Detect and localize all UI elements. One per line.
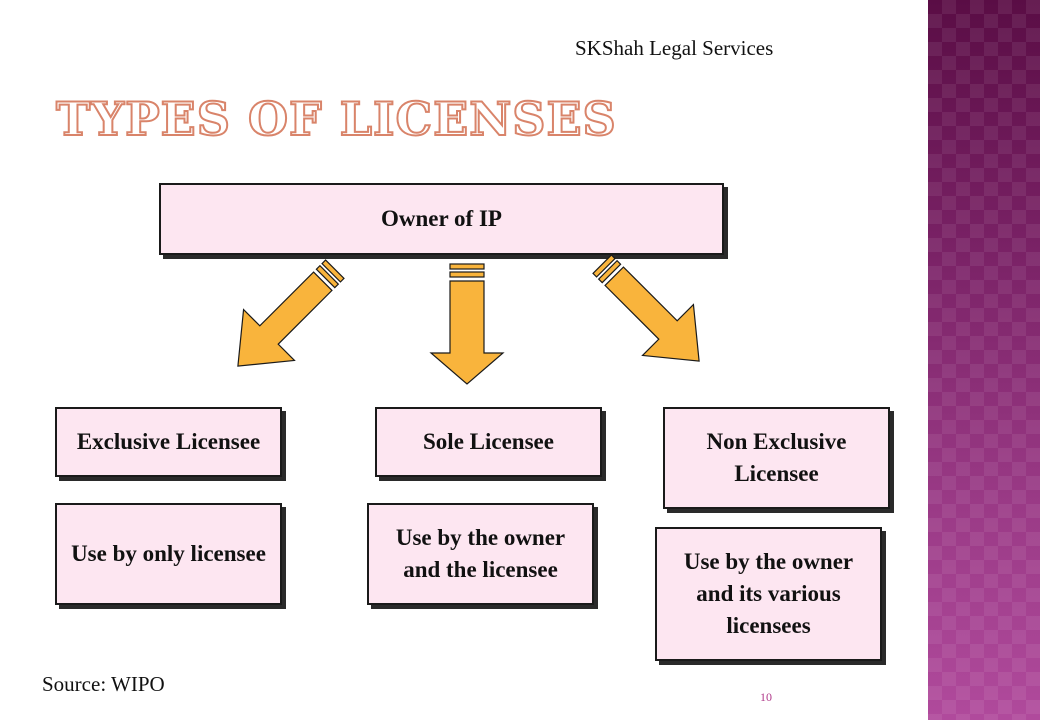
slide-title: Types of Licenses bbox=[55, 91, 617, 147]
type-exclusive-licensee: Exclusive Licensee bbox=[55, 407, 282, 477]
type-non-exclusive-licensee: Non Exclusive Licensee bbox=[663, 407, 890, 509]
usage-non-exclusive: Use by the owner and its various license… bbox=[655, 527, 882, 661]
organization-name: SKShah Legal Services bbox=[575, 36, 774, 60]
usage-sole: Use by the owner and the licensee bbox=[367, 503, 594, 605]
source-citation: Source: WIPO bbox=[42, 672, 165, 696]
arrow-to-exclusive bbox=[237, 259, 345, 367]
type-sole-licensee: Sole Licensee bbox=[375, 407, 602, 477]
arrow-to-sole bbox=[429, 263, 505, 385]
root-node-owner: Owner of IP bbox=[159, 183, 724, 255]
arrows-group bbox=[237, 254, 700, 385]
decorative-sidebar bbox=[928, 0, 1040, 720]
usage-exclusive: Use by only licensee bbox=[55, 503, 282, 605]
arrow-to-non-exclusive bbox=[592, 254, 700, 362]
page-number: 10 bbox=[760, 690, 772, 704]
